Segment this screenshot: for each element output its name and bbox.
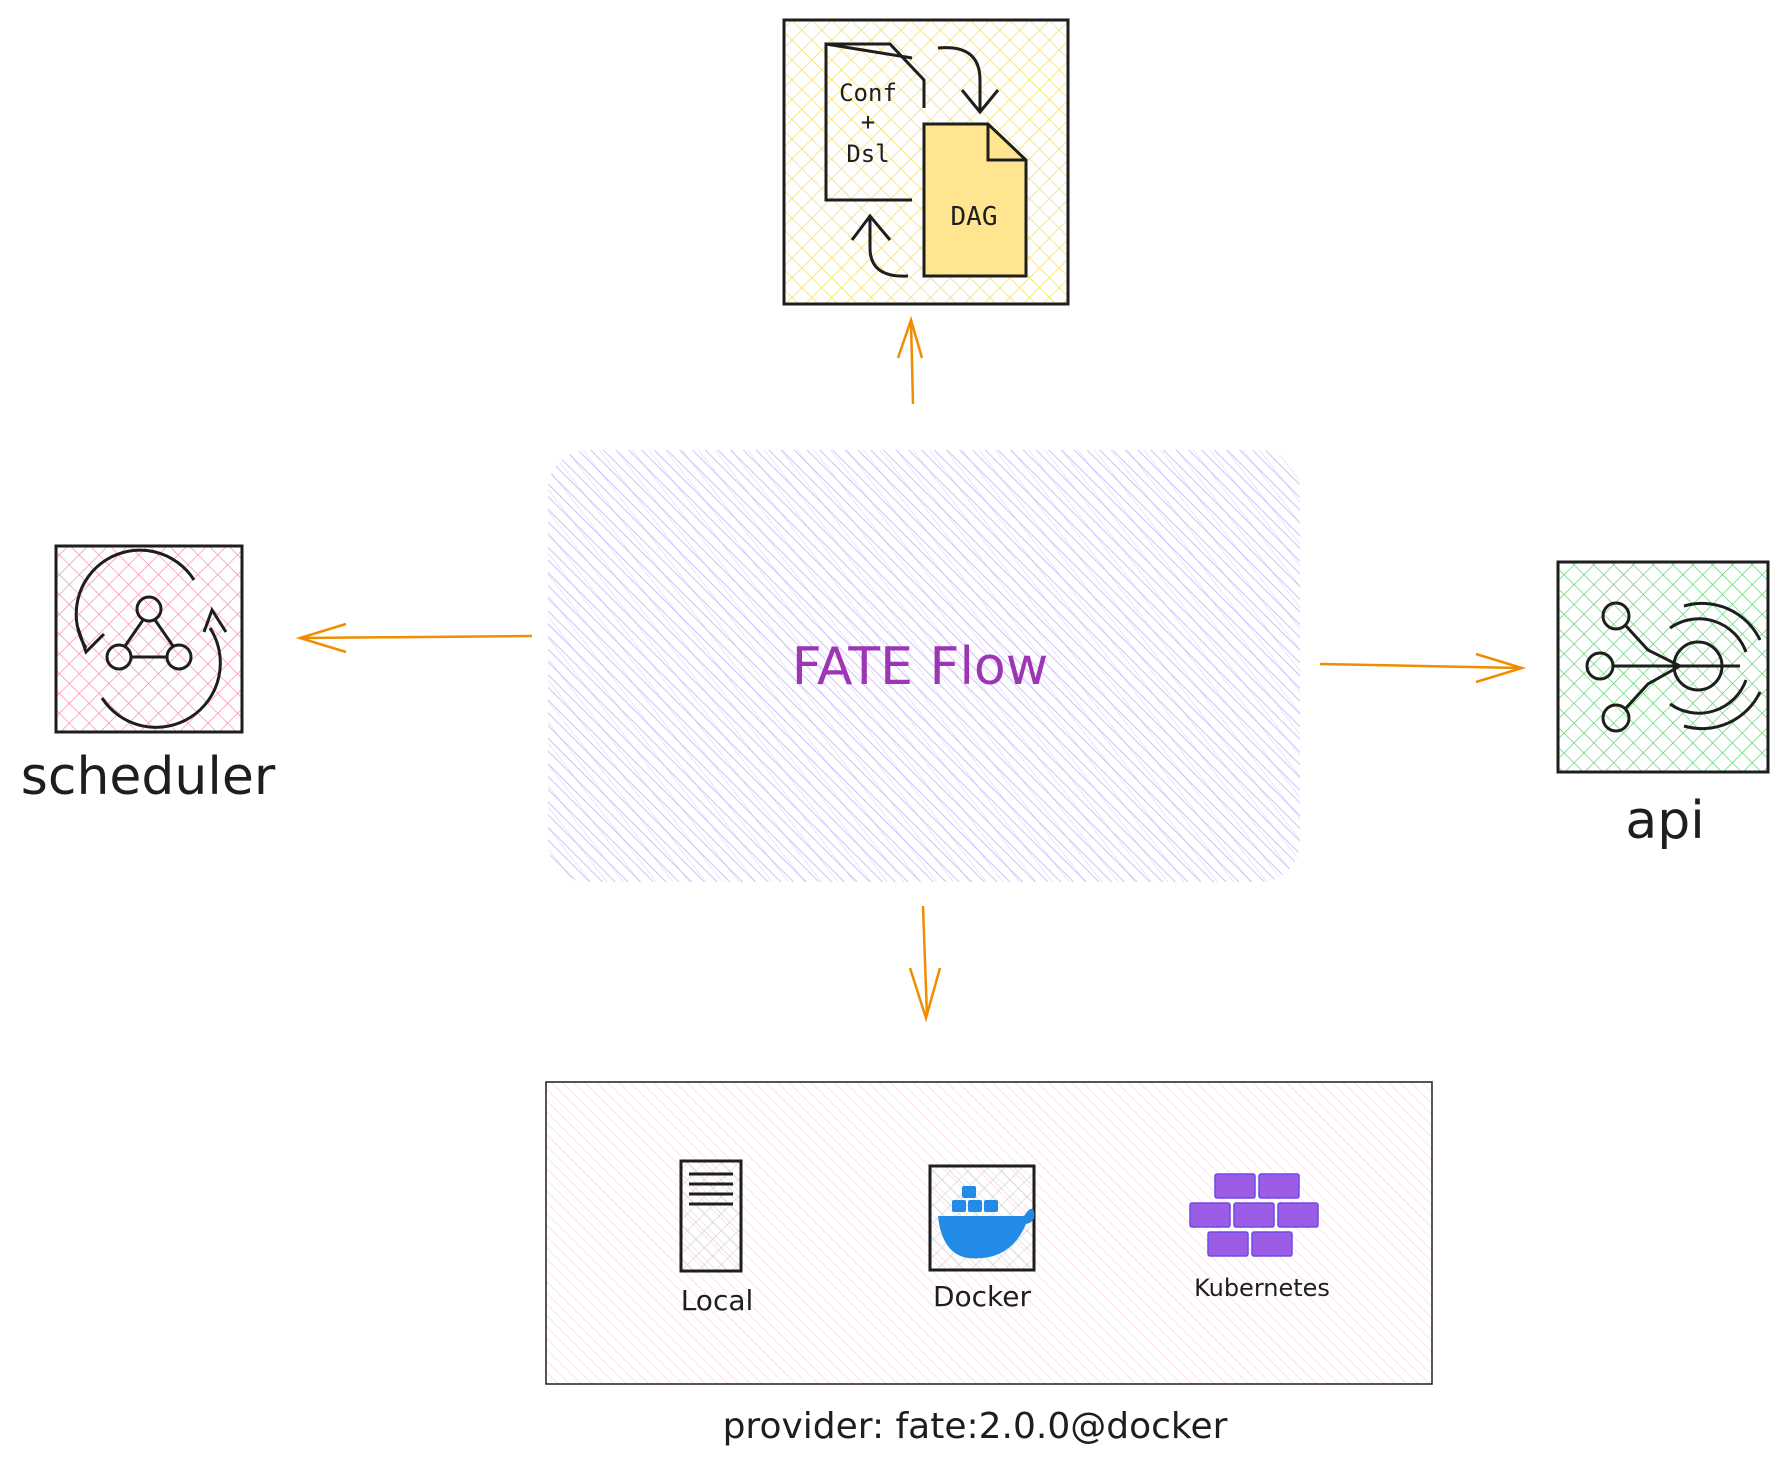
arrow-down-head-icon: [960, 89, 1000, 115]
arrow-up-head-icon: [850, 213, 892, 241]
dag-label: DAG: [951, 202, 998, 232]
provider-local: Local: [679, 1159, 754, 1317]
arrow-to-dag: [909, 321, 915, 405]
provider-kubernetes: Kubernetes: [1189, 1173, 1330, 1302]
server-slots-icon: [689, 1172, 733, 1206]
arrow-to-api: [1319, 662, 1521, 670]
dag-document-icon: [922, 122, 1028, 278]
fate-flow-node: FATE Flow: [548, 450, 1300, 882]
conf-line-3: Dsl: [846, 140, 889, 168]
fate-flow-label: FATE Flow: [792, 637, 1049, 697]
arrow-to-scheduler-head: [295, 622, 347, 654]
arrow-up-icon: [868, 218, 909, 278]
arrow-to-scheduler: [301, 634, 533, 640]
provider-docker: Docker: [928, 1164, 1036, 1313]
api-gateway-icon: [1585, 601, 1762, 733]
dag-document-fold: [986, 124, 1026, 162]
connector-arrows: [295, 315, 1527, 1023]
scheduler-label: scheduler: [21, 747, 276, 807]
provider-docker-label: Docker: [933, 1280, 1032, 1313]
fate-flow-box-texture: [548, 450, 1300, 882]
providers-panel: Local Docker: [545, 1081, 1433, 1447]
arrow-to-providers-head: [908, 967, 942, 1023]
arrow-to-dag-head: [896, 315, 924, 359]
arrow-to-providers: [921, 905, 929, 1017]
api-label: api: [1625, 791, 1704, 851]
conf-document-icon: [824, 42, 913, 202]
provider-kubernetes-label: Kubernetes: [1194, 1274, 1330, 1302]
arrow-to-api-head: [1475, 652, 1527, 684]
scheduler-cycle-icon: [74, 548, 228, 729]
provider-caption: provider: fate:2.0.0@docker: [723, 1406, 1228, 1447]
server-icon: [679, 1159, 743, 1273]
scheduler-box: [54, 544, 244, 734]
conf-line-1: Conf: [839, 79, 897, 107]
conf-document-fold: [826, 42, 926, 108]
api-node: api: [1556, 560, 1770, 851]
docker-whale-icon: [938, 1186, 1035, 1259]
arrow-down-icon: [937, 46, 982, 110]
dag-box: Conf + Dsl DAG: [782, 18, 1070, 306]
conf-line-2: +: [861, 108, 875, 136]
scheduler-node: scheduler: [21, 544, 276, 807]
kubernetes-containers-icon: [1189, 1173, 1319, 1257]
provider-local-label: Local: [681, 1284, 754, 1317]
